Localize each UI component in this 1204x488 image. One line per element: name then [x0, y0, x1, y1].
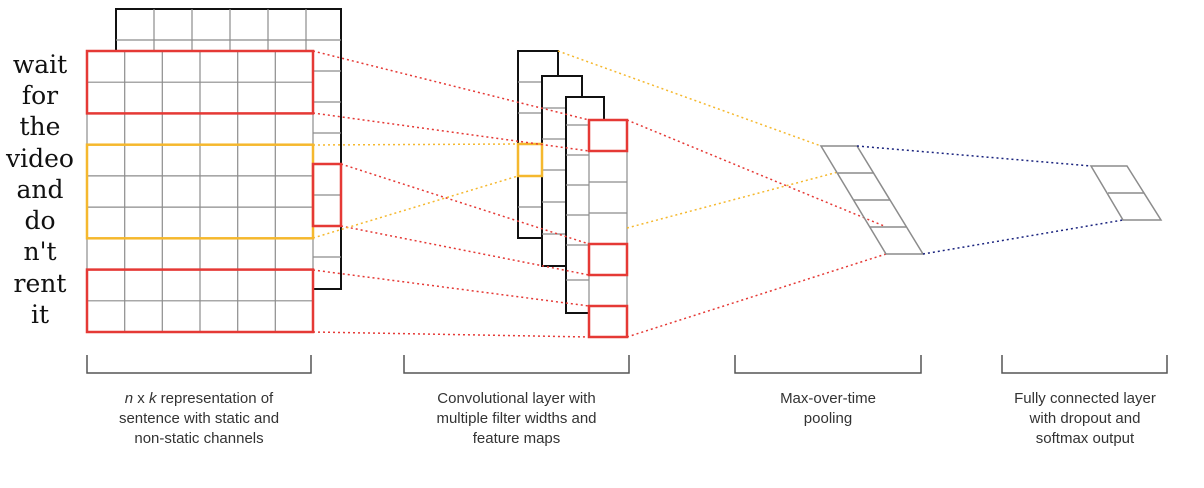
section-brackets	[86, 355, 1168, 374]
bracket-fc	[1001, 355, 1168, 374]
feature-cell-red-bottom	[587, 304, 629, 339]
connectors-red	[312, 50, 590, 338]
bracket-input	[86, 355, 312, 374]
filter-window-red-static	[311, 162, 343, 228]
bracket-pooling	[734, 355, 922, 374]
input-matrix-nonstatic-channel	[86, 50, 314, 333]
caption-input-n: n	[124, 390, 134, 407]
sentence-word-4: video	[6, 144, 74, 173]
filter-window-red-top	[85, 49, 315, 115]
caption-input-line3: non-static channels	[134, 430, 264, 447]
feature-cell-red-top	[587, 118, 629, 153]
caption-input-rest: representation of	[156, 390, 274, 407]
caption-input-line2: sentence with static and	[118, 410, 280, 427]
caption-input: n x k representation of sentence with st…	[79, 389, 319, 449]
caption-input-x: x	[133, 390, 149, 407]
caption-fc-line2: with dropout and	[1029, 410, 1141, 427]
filter-window-red-bottom	[85, 268, 315, 334]
caption-conv-line2: multiple filter widths and	[436, 410, 597, 427]
pooling-vector	[819, 145, 925, 255]
sentence-word-7: n't	[23, 237, 57, 266]
caption-input-line1: n x k representation of	[79, 389, 319, 409]
caption-fc: Fully connected layer with dropout and s…	[990, 389, 1180, 449]
caption-fc-line1: Fully connected layer	[1014, 390, 1156, 407]
caption-conv-line3: feature maps	[472, 430, 561, 447]
connectors-yellow	[312, 143, 519, 239]
caption-input-k: k	[148, 390, 157, 407]
feature-cell-red-mid	[587, 242, 629, 277]
connectors-to-fc	[856, 145, 1124, 255]
sentence-word-2: for	[21, 81, 59, 110]
caption-pooling-line2: pooling	[803, 410, 853, 427]
feature-map-4	[587, 118, 629, 339]
caption-conv: Convolutional layer with multiple filter…	[394, 389, 639, 449]
sentence-word-8: rent	[13, 269, 67, 298]
fc-output-vector	[1089, 165, 1163, 221]
sentence-word-5: and	[16, 175, 64, 204]
caption-pooling-line1: Max-over-time	[780, 390, 876, 407]
caption-conv-line1: Convolutional layer with	[437, 390, 596, 407]
bracket-conv	[403, 355, 630, 374]
feature-cell-yellow	[516, 142, 544, 178]
sentence-word-1: wait	[12, 50, 68, 79]
caption-pooling: Max-over-time pooling	[738, 389, 918, 429]
caption-fc-line3: softmax output	[1035, 430, 1135, 447]
connectors-to-pooling	[557, 50, 887, 338]
sentence-word-3: the	[19, 112, 61, 141]
sentence-word-9: it	[30, 300, 50, 329]
sentence-word-6: do	[24, 206, 56, 235]
